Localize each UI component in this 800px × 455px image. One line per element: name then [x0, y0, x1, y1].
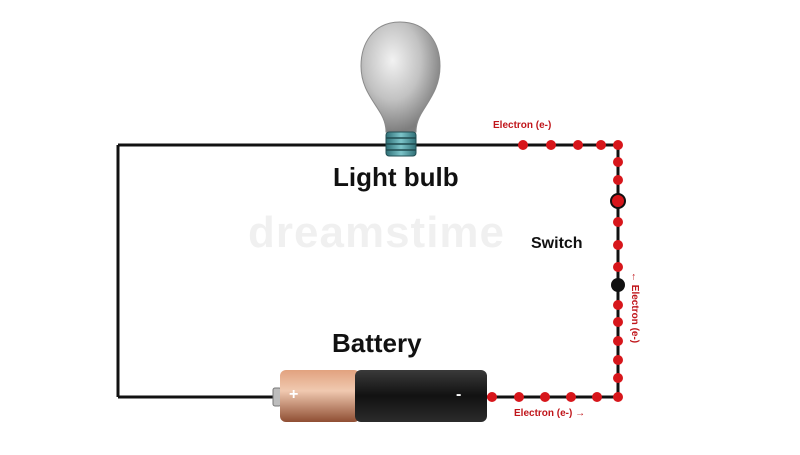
- light-bulb-label: Light bulb: [333, 162, 459, 192]
- electron-dots-top: [518, 140, 606, 150]
- electron-dot: [487, 392, 497, 402]
- electron-dot: [613, 317, 623, 327]
- electron-label-right: ← Electron (e-): [629, 272, 640, 344]
- electron-dot: [613, 373, 623, 383]
- electron-dots-right: [613, 140, 623, 402]
- electron-dots-bottom: [487, 392, 602, 402]
- electron-dot: [613, 240, 623, 250]
- watermark: dreamstime: [248, 208, 506, 257]
- electron-dot: [613, 392, 623, 402]
- battery-negative-sign: -: [456, 386, 462, 403]
- electron-label-bottom: Electron (e-) →: [514, 408, 586, 419]
- electron-dot: [613, 157, 623, 167]
- electron-dot: [613, 355, 623, 365]
- light-bulb-icon: [360, 21, 441, 157]
- switch-label: Switch: [531, 235, 583, 252]
- electron-dot: [540, 392, 550, 402]
- electron-label-top: Electron (e-): [493, 120, 552, 131]
- electron-dot: [566, 392, 576, 402]
- electron-dot: [546, 140, 556, 150]
- battery-icon: [272, 370, 487, 422]
- electron-dot: [613, 140, 623, 150]
- battery-positive-sign: +: [289, 386, 299, 403]
- electron-dot: [592, 392, 602, 402]
- electron-dot: [613, 175, 623, 185]
- battery-label: Battery: [332, 328, 422, 358]
- electron-dot: [613, 300, 623, 310]
- electron-dot: [596, 140, 606, 150]
- electron-dot: [573, 140, 583, 150]
- electron-dot: [613, 262, 623, 272]
- electron-dot: [613, 217, 623, 227]
- switch-node-dot-icon: [611, 278, 625, 292]
- switch-open-circle-icon: [610, 193, 626, 209]
- electron-dot: [518, 140, 528, 150]
- electron-dot: [514, 392, 524, 402]
- battery-black-section: [355, 370, 487, 422]
- battery-copper-section: [280, 370, 360, 422]
- electron-dot: [613, 336, 623, 346]
- battery-terminal: [272, 387, 282, 407]
